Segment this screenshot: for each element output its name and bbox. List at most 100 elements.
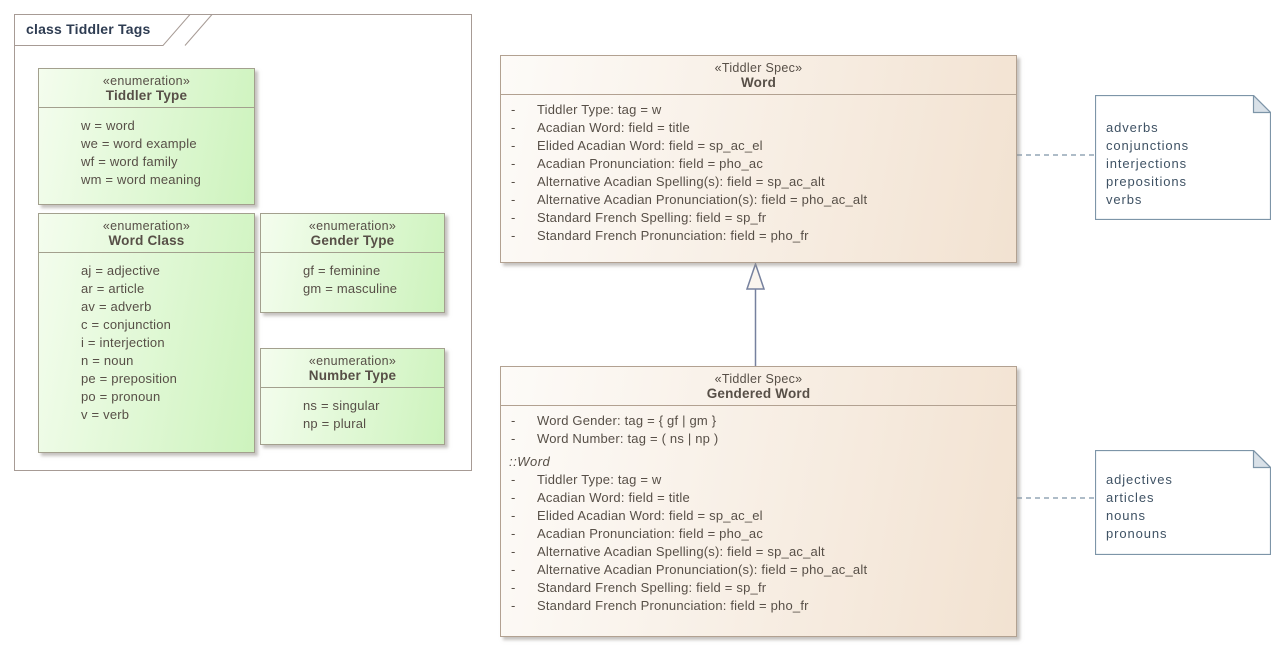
enum-header: «enumeration» Gender Type bbox=[261, 214, 444, 253]
class-attribute: - Word Gender: tag = { gf | gm } bbox=[501, 412, 1012, 430]
attribute-text: Standard French Spelling: field = sp_fr bbox=[537, 580, 767, 595]
attribute-visibility: - bbox=[511, 562, 516, 577]
class-word[interactable]: «Tiddler Spec» Word - Tiddler Type: tag … bbox=[500, 55, 1017, 263]
enum-literal: c = conjunction bbox=[81, 317, 172, 332]
class-attribute: - Alternative Acadian Pronunciation(s): … bbox=[501, 561, 1012, 579]
class-name: Word bbox=[740, 75, 777, 90]
class-attribute: - Tiddler Type: tag = w bbox=[501, 101, 1012, 119]
attribute-text: Acadian Pronunciation: field = pho_ac bbox=[537, 156, 764, 171]
class-gendered-word[interactable]: «Tiddler Spec» Gendered Word - Word Gend… bbox=[500, 366, 1017, 637]
class-header: «Tiddler Spec» Word bbox=[501, 56, 1016, 95]
attribute-visibility: - bbox=[511, 228, 516, 243]
class-attribute: - Acadian Word: field = title bbox=[501, 119, 1012, 137]
note-line: conjunctions bbox=[1106, 138, 1190, 153]
note-line: nouns bbox=[1106, 508, 1146, 523]
class-attribute: - Standard French Spelling: field = sp_f… bbox=[501, 579, 1012, 597]
enum-literal: wf = word family bbox=[81, 154, 178, 169]
class-attribute: - Acadian Pronunciation: field = pho_ac bbox=[501, 525, 1012, 543]
attribute-visibility: - bbox=[511, 431, 516, 446]
stereotype-label: «enumeration» bbox=[102, 74, 191, 88]
class-header: «Tiddler Spec» Gendered Word bbox=[501, 367, 1016, 406]
enum-literal: we = word example bbox=[81, 136, 197, 151]
attribute-visibility: - bbox=[511, 210, 516, 225]
enum-literal: aj = adjective bbox=[81, 263, 161, 278]
attribute-text: Acadian Word: field = title bbox=[537, 490, 690, 505]
attribute-list: - Tiddler Type: tag = w - Acadian Word: … bbox=[501, 95, 1016, 245]
frame-title: class Tiddler Tags bbox=[26, 21, 151, 37]
attribute-visibility: - bbox=[511, 174, 516, 189]
enum-literal: av = adverb bbox=[81, 299, 152, 314]
attribute-text: Tiddler Type: tag = w bbox=[537, 472, 662, 487]
stereotype-label: «enumeration» bbox=[102, 219, 191, 233]
stereotype-label: «Tiddler Spec» bbox=[714, 61, 803, 75]
attribute-text: Word Gender: tag = { gf | gm } bbox=[537, 413, 717, 428]
note-shape bbox=[1095, 95, 1271, 220]
enum-literal-list: ns = singular np = plural bbox=[261, 388, 444, 437]
class-attribute: - Tiddler Type: tag = w bbox=[501, 471, 1012, 489]
class-attribute: - Alternative Acadian Spelling(s): field… bbox=[501, 173, 1012, 191]
stereotype-label: «enumeration» bbox=[308, 354, 397, 368]
attribute-text: Tiddler Type: tag = w bbox=[537, 102, 662, 117]
attribute-visibility: - bbox=[511, 192, 516, 207]
attribute-text: Alternative Acadian Spelling(s): field =… bbox=[537, 174, 825, 189]
class-attribute: - Elided Acadian Word: field = sp_ac_el bbox=[501, 137, 1012, 155]
attribute-visibility: - bbox=[511, 544, 516, 559]
attribute-text: Standard French Pronunciation: field = p… bbox=[537, 228, 809, 243]
enum-literal: np = plural bbox=[303, 416, 367, 431]
attribute-text: Alternative Acadian Spelling(s): field =… bbox=[537, 544, 825, 559]
note-shape bbox=[1095, 450, 1271, 555]
enum-name: Word Class bbox=[108, 233, 185, 248]
attribute-list: - Word Gender: tag = { gf | gm } - Word … bbox=[501, 406, 1016, 448]
frame-tab-shape bbox=[14, 14, 213, 46]
stereotype-label: «enumeration» bbox=[308, 219, 397, 233]
attribute-visibility: - bbox=[511, 138, 516, 153]
attribute-text: Alternative Acadian Pronunciation(s): fi… bbox=[537, 562, 868, 577]
enum-header: «enumeration» Tiddler Type bbox=[39, 69, 254, 108]
attribute-text: Alternative Acadian Pronunciation(s): fi… bbox=[537, 192, 868, 207]
enum-literal: v = verb bbox=[81, 407, 130, 422]
class-attribute: - Standard French Spelling: field = sp_f… bbox=[501, 209, 1012, 227]
attribute-visibility: - bbox=[511, 120, 516, 135]
enum-literal: n = noun bbox=[81, 353, 134, 368]
attribute-visibility: - bbox=[511, 526, 516, 541]
inherited-attribute-list: - Tiddler Type: tag = w - Acadian Word: … bbox=[501, 471, 1016, 615]
attribute-text: Standard French Pronunciation: field = p… bbox=[537, 598, 809, 613]
enum-literal: po = pronoun bbox=[81, 389, 161, 404]
attribute-visibility: - bbox=[511, 156, 516, 171]
attribute-visibility: - bbox=[511, 490, 516, 505]
class-attribute: - Alternative Acadian Spelling(s): field… bbox=[501, 543, 1012, 561]
enum-name: Tiddler Type bbox=[105, 88, 188, 103]
class-attribute: - Word Number: tag = ( ns | np ) bbox=[501, 430, 1012, 448]
enum-literal: ns = singular bbox=[303, 398, 380, 413]
enum-literal: pe = preposition bbox=[81, 371, 178, 386]
enum-literal: gf = feminine bbox=[303, 263, 381, 278]
enum-header: «enumeration» Number Type bbox=[261, 349, 444, 388]
attribute-visibility: - bbox=[511, 598, 516, 613]
enum-literal: i = interjection bbox=[81, 335, 165, 350]
attribute-visibility: - bbox=[511, 413, 516, 428]
attribute-visibility: - bbox=[511, 102, 516, 117]
attribute-visibility: - bbox=[511, 472, 516, 487]
attribute-text: Acadian Pronunciation: field = pho_ac bbox=[537, 526, 764, 541]
class-attribute: - Standard French Pronunciation: field =… bbox=[501, 597, 1012, 615]
stereotype-label: «Tiddler Spec» bbox=[714, 372, 803, 386]
attribute-text: Acadian Word: field = title bbox=[537, 120, 690, 135]
attribute-text: Elided Acadian Word: field = sp_ac_el bbox=[537, 508, 763, 523]
class-attribute: - Alternative Acadian Pronunciation(s): … bbox=[501, 191, 1012, 209]
class-attribute: - Acadian Word: field = title bbox=[501, 489, 1012, 507]
frame-tiddler-tags: class Tiddler Tags bbox=[14, 14, 472, 471]
note-line: pronouns bbox=[1106, 526, 1168, 541]
note-line: verbs bbox=[1106, 192, 1143, 207]
attribute-visibility: - bbox=[511, 580, 516, 595]
